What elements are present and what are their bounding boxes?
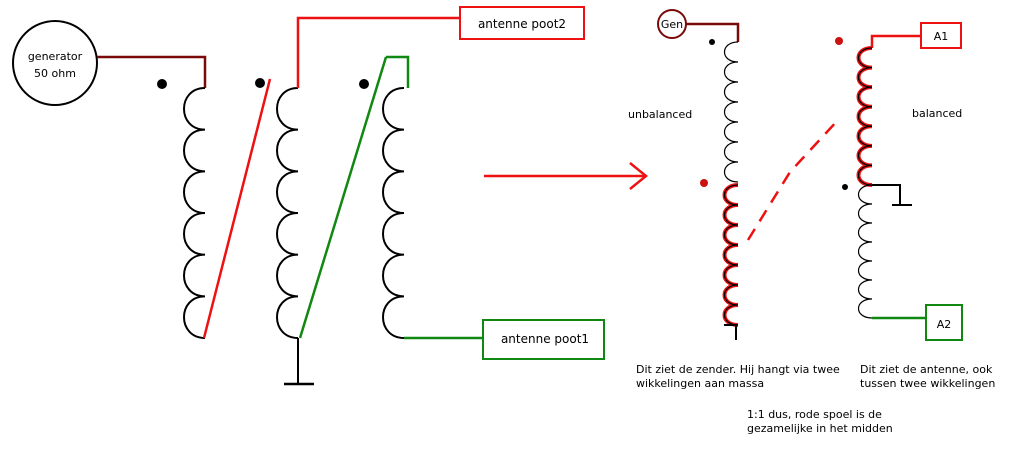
phase-dot-coil-3 — [359, 79, 369, 89]
coil-secondary-b — [382, 87, 405, 339]
antenne-poot1-box — [482, 319, 605, 360]
phase-dot-coil-2 — [255, 78, 265, 88]
phase-dot-unbalanced-mid — [700, 179, 708, 187]
red-crossover-wire — [202, 78, 272, 339]
arrow-head — [629, 162, 648, 190]
a1-wire — [870, 34, 921, 48]
phase-dot-balanced-top — [835, 37, 843, 45]
dashed-link — [746, 119, 839, 241]
generator-impedance-label: 50 ohm — [34, 67, 76, 80]
a2-box — [925, 304, 963, 341]
antenne-poot2-box — [459, 6, 585, 40]
note-zender: Dit ziet de zender. Hij hangt via twee w… — [636, 363, 840, 390]
a1-label: A1 — [934, 30, 949, 43]
antenne-poot1-label: antenne poot1 — [501, 332, 589, 346]
balanced-center-tap — [872, 184, 901, 205]
coil-primary — [183, 87, 206, 339]
unbalanced-ground — [724, 324, 737, 340]
antenna-leg2-wire — [296, 16, 460, 88]
generator-circle — [12, 20, 98, 106]
note-antenne: Dit ziet de antenne, ook tussen twee wik… — [860, 363, 996, 390]
phase-dot-unbalanced-top — [709, 39, 715, 45]
green-crossover-wire — [298, 56, 388, 339]
unbalanced-coil-bottom — [723, 184, 739, 326]
generator-label: generator — [28, 50, 83, 63]
balanced-coil-bottom — [857, 184, 873, 319]
coil-secondary-a — [276, 87, 299, 339]
phase-dot-balanced-mid — [842, 184, 848, 190]
generator-wire — [97, 55, 207, 88]
balanced-label: balanced — [912, 107, 962, 120]
gen-wire — [686, 22, 740, 42]
phase-dot-coil-1 — [157, 79, 167, 89]
antenne-poot2-label: antenne poot2 — [478, 17, 566, 31]
balanced-coil-top — [857, 47, 873, 186]
unbalanced-label: unbalanced — [628, 108, 692, 121]
a1-box — [920, 22, 962, 49]
gen-label: Gen — [661, 18, 683, 31]
green-top-wire — [386, 55, 410, 88]
unbalanced-coil-top — [723, 41, 739, 183]
note-summary: 1:1 dus, rode spoel is de gezamelijke in… — [747, 408, 893, 435]
a2-label: A2 — [937, 318, 952, 331]
